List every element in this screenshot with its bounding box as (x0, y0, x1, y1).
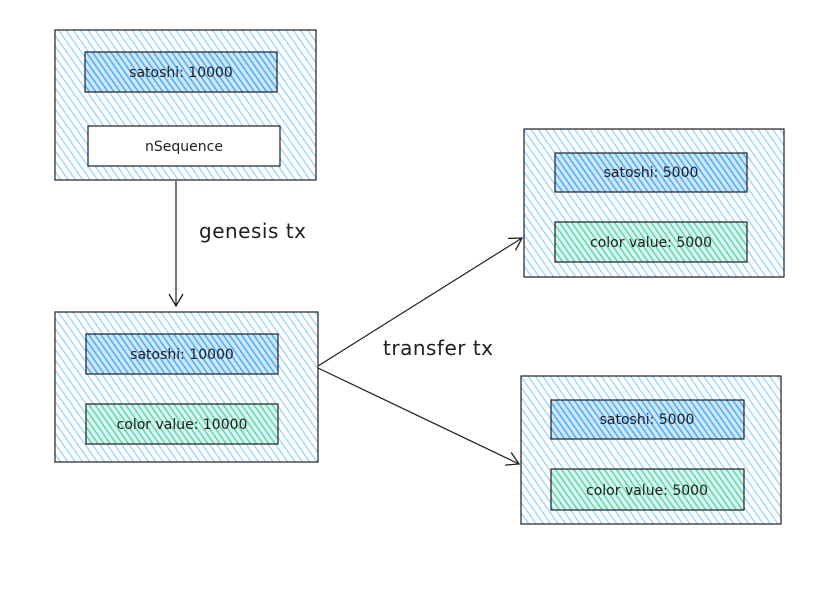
output-a-satoshi-field (554, 152, 748, 193)
output-b-node[interactable]: satoshi: 5000 color value: 5000 (520, 375, 782, 525)
colored-output-node[interactable]: satoshi: 10000 color value: 10000 (54, 311, 319, 463)
genesis-input-node[interactable]: satoshi: 10000 nSequence (54, 29, 317, 181)
output-a-color-field (554, 221, 748, 263)
transfer-arrow-upper (317, 237, 524, 367)
transfer-arrow-lower (317, 367, 521, 466)
genesis-sequence-label: nSequence (145, 139, 223, 155)
output-b-satoshi-field (550, 399, 745, 440)
genesis-tx-label: genesis tx (199, 219, 306, 243)
transfer-tx-edge[interactable]: transfer tx (317, 237, 524, 466)
colored-output-satoshi-label: satoshi: 10000 (130, 347, 234, 363)
output-b-satoshi-label: satoshi: 5000 (600, 412, 695, 428)
colored-output-color-label: color value: 10000 (117, 417, 248, 433)
output-a-satoshi-label: satoshi: 5000 (604, 165, 699, 181)
genesis-sequence-field (87, 125, 281, 167)
genesis-tx-edge[interactable]: genesis tx (168, 181, 306, 308)
output-a-node[interactable]: satoshi: 5000 color value: 5000 (523, 128, 785, 278)
output-b-color-label: color value: 5000 (586, 483, 708, 499)
genesis-satoshi-label: satoshi: 10000 (129, 65, 233, 81)
transfer-tx-label: transfer tx (383, 336, 494, 360)
genesis-satoshi-field (84, 51, 278, 93)
output-b-color-field (550, 468, 745, 511)
colored-output-satoshi-field (85, 333, 279, 375)
colored-output-color-field (85, 403, 279, 445)
output-a-color-label: color value: 5000 (590, 235, 712, 251)
